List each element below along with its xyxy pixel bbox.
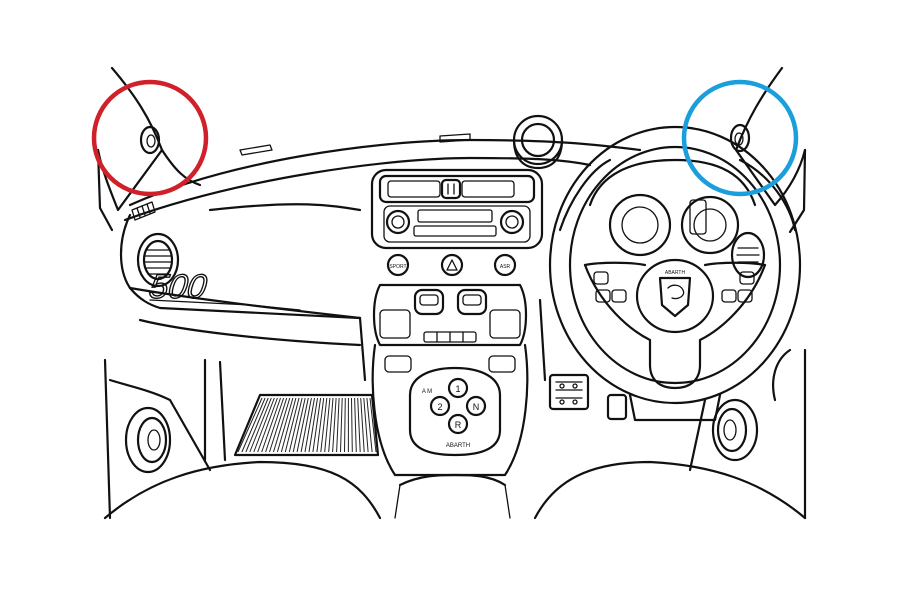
floor-mat-rib — [357, 397, 361, 453]
gear-button-2[interactable] — [429, 395, 451, 417]
gear-selector: 1 2 N R A M ABARTH — [422, 377, 487, 449]
right-tweeter-speaker — [729, 123, 751, 153]
instrument-cluster — [588, 158, 757, 257]
radio-unit — [383, 205, 531, 243]
floor-mat-rib — [366, 397, 373, 453]
sport-button[interactable] — [386, 253, 410, 277]
floor-mat-rib — [320, 397, 328, 453]
gear-mode-label: A M — [422, 389, 432, 395]
left-door-panel — [103, 358, 227, 520]
right-wheel-controls — [721, 271, 755, 303]
lower-console — [371, 343, 529, 477]
floor-mat-rib — [312, 397, 322, 453]
console-wordmark: ABARTH — [446, 443, 470, 449]
floor-mat-rib — [363, 397, 369, 453]
floor-mat-rib — [273, 397, 291, 453]
dashboard-panel — [120, 203, 547, 382]
left-temp-knob[interactable] — [413, 288, 445, 316]
steering-column — [628, 393, 722, 422]
accelerator-pedal[interactable] — [606, 393, 628, 421]
hazard-button[interactable] — [440, 253, 464, 277]
floor-mat-rib — [360, 397, 365, 453]
left-door-speaker — [124, 406, 172, 474]
floor-mat-rib — [328, 397, 334, 453]
floor-mat-rib — [332, 397, 337, 453]
floor-mat-rib — [269, 397, 288, 453]
asr-button-label: ASR — [500, 264, 511, 270]
climate-control-panel — [372, 283, 528, 347]
left-speaker-highlight — [91, 79, 209, 197]
floor-mat-rib — [241, 397, 266, 453]
right-door-speaker — [711, 398, 759, 462]
floor-mat-rib — [284, 397, 300, 453]
sport-button-label: SPORT — [389, 264, 406, 270]
svg-text:2: 2 — [437, 402, 442, 412]
floor-mat-rib — [237, 397, 263, 453]
floor-mat-rib — [316, 397, 325, 453]
floor-mat-rib — [253, 397, 275, 453]
floor-mat-rib — [280, 397, 297, 453]
floor-mat-rib — [249, 397, 272, 453]
steering-wheel — [548, 125, 802, 405]
floor-mat-rib — [324, 397, 331, 453]
side-defrost-vent — [131, 201, 156, 221]
brake-pedal[interactable] — [548, 373, 590, 411]
floor-mat-rib — [369, 397, 377, 453]
svg-text:1: 1 — [455, 384, 460, 394]
floor-mat-rib — [308, 397, 318, 453]
asr-button[interactable] — [493, 253, 517, 277]
gear-button-1[interactable] — [447, 377, 469, 399]
floor-mat-rib — [292, 397, 306, 453]
wheel-wordmark: ABARTH — [665, 270, 686, 276]
left-air-vent — [136, 232, 180, 288]
gear-button-r[interactable] — [447, 413, 469, 435]
floor-mat-rib — [354, 397, 357, 453]
right-temp-knob[interactable] — [456, 288, 488, 316]
floor-mat-rib — [257, 397, 278, 453]
svg-text:R: R — [455, 420, 462, 430]
right-door-panel — [688, 348, 807, 520]
floor-mat-rib — [245, 397, 269, 453]
right-air-vent — [730, 231, 766, 279]
scorpion-badge-icon — [658, 276, 692, 318]
left-tweeter-speaker — [139, 125, 161, 155]
floor-mat-rib — [276, 397, 294, 453]
floor-mat-rib — [288, 397, 303, 453]
left-wheel-controls — [593, 271, 627, 303]
steering-wheel-hub: ABARTH — [635, 258, 715, 334]
svg-text:N: N — [473, 402, 480, 412]
center-stack — [370, 168, 544, 250]
pedals — [548, 373, 628, 421]
floor-mat-rib — [344, 397, 346, 453]
console-button-row: SPORT ASR — [386, 253, 517, 277]
floor-mat-rib — [340, 397, 343, 453]
floor-mat-rib — [296, 397, 309, 453]
right-speaker-highlight — [681, 79, 799, 197]
boost-gauge — [512, 114, 564, 170]
floor-mat-rib — [265, 397, 285, 453]
fiat-500-logo: 500 — [146, 267, 209, 306]
logo-500-text: 500 — [147, 268, 209, 306]
floor-mat-rib — [304, 397, 315, 453]
floor-mat-rib — [300, 397, 312, 453]
gear-button-n[interactable] — [465, 395, 487, 417]
floor-mat — [233, 393, 380, 457]
floor-mat-rib — [261, 397, 281, 453]
front-seats — [103, 460, 807, 520]
center-air-vent — [387, 178, 515, 200]
floor-mat-rib — [336, 397, 340, 453]
floor-mat-rib — [351, 397, 353, 453]
